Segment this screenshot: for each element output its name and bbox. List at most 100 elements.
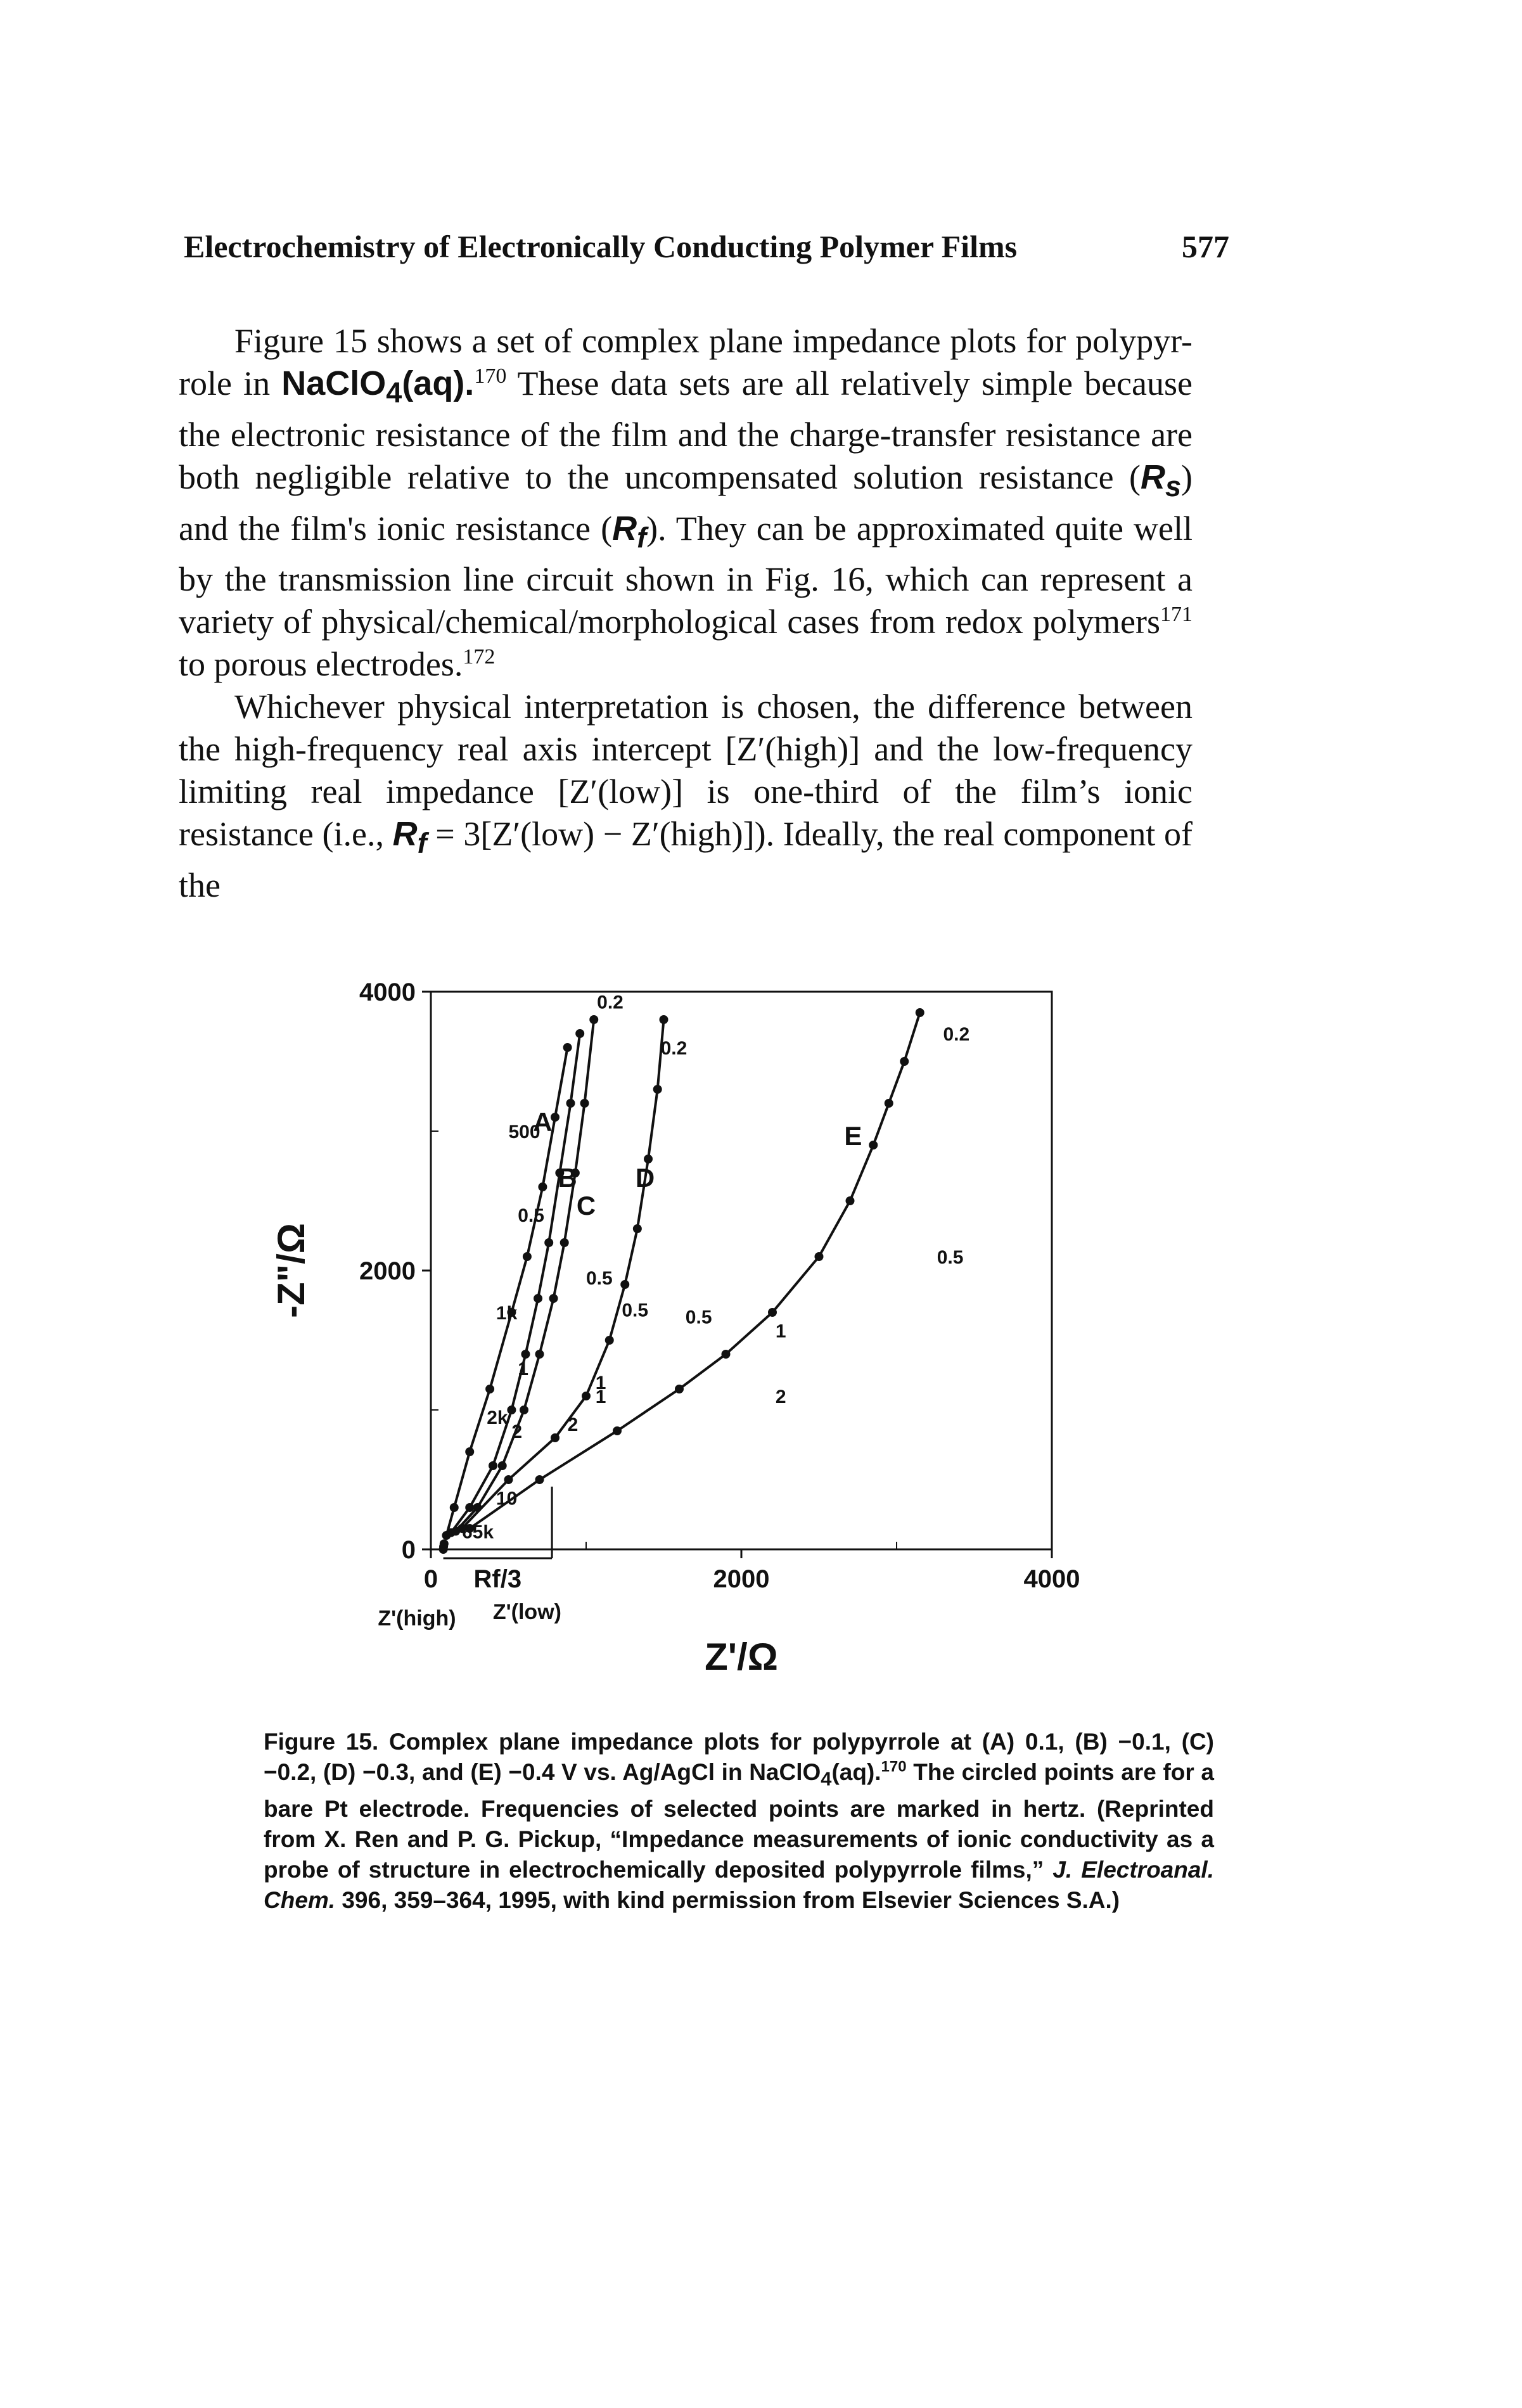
- z-high-label: Z'(high): [378, 1606, 456, 1630]
- data-point-D: [632, 1224, 642, 1233]
- frequency-label: 0.2: [943, 1024, 970, 1045]
- data-point-D: [504, 1475, 513, 1484]
- data-point-D: [620, 1280, 630, 1289]
- frequency-label: 0.5: [622, 1300, 648, 1321]
- data-point-E: [768, 1308, 777, 1317]
- figure-caption: Figure 15. Complex plane impedance plots…: [264, 1727, 1214, 1916]
- data-point-B: [575, 1029, 585, 1038]
- caption-ref: 170: [881, 1758, 907, 1776]
- p1-chem: NaClO: [281, 364, 387, 402]
- data-point-B: [544, 1238, 554, 1247]
- x-tick-label: 2000: [713, 1565, 770, 1593]
- x-axis-label: Z'/Ω: [705, 1636, 778, 1678]
- paragraph-1: Figure 15 shows a set of complex plane i…: [179, 320, 1193, 686]
- frequency-label: 65k: [462, 1521, 494, 1542]
- curve-label-A: A: [533, 1107, 552, 1137]
- data-point-E: [721, 1350, 731, 1359]
- z-low-label: Z'(low): [493, 1600, 561, 1624]
- frequency-label: 2: [511, 1421, 522, 1442]
- p1-text-4: ). They can be approximated quite well b…: [179, 509, 1193, 641]
- data-point-E: [845, 1196, 855, 1205]
- caption-text-2: (aq).: [831, 1759, 881, 1785]
- series-line-E: [469, 1012, 921, 1530]
- x-tick-label: 4000: [1024, 1565, 1080, 1593]
- data-point-B: [489, 1461, 497, 1470]
- caption-paragraph: Figure 15. Complex plane impedance plots…: [264, 1727, 1214, 1916]
- data-point-A: [449, 1503, 459, 1512]
- data-point-C: [589, 1015, 599, 1024]
- y-tick-label: 0: [402, 1536, 416, 1564]
- data-point-bare Pt: [439, 1539, 449, 1549]
- data-point-B: [555, 1169, 565, 1177]
- caption-text-1: Complex plane impedance plots for polypy…: [264, 1729, 1215, 1785]
- chart-plot-area: [438, 1008, 924, 1554]
- curve-label-E: E: [844, 1121, 862, 1151]
- p1-chemical: NaClO4(aq).: [281, 364, 475, 409]
- data-point-E: [675, 1385, 684, 1393]
- data-point-B: [507, 1406, 516, 1414]
- frequency-label: 1: [596, 1373, 606, 1393]
- data-point-D: [582, 1392, 591, 1400]
- curve-label-B: B: [558, 1163, 577, 1193]
- series-line-D: [461, 1019, 665, 1530]
- body-text: Figure 15 shows a set of complex plane i…: [179, 320, 1193, 907]
- p1-chem-sub: 4: [386, 376, 402, 409]
- data-point-B: [521, 1350, 530, 1359]
- data-point-A: [465, 1447, 475, 1456]
- p1-text-5: to porous electrodes.: [179, 645, 463, 684]
- rs-subscript: s: [1165, 470, 1182, 503]
- data-point-E: [535, 1475, 544, 1484]
- data-point-C: [560, 1238, 569, 1247]
- data-point-E: [884, 1099, 893, 1108]
- running-header: Electrochemistry of Electronically Condu…: [184, 228, 1229, 279]
- p1-text-2: These data sets are all relatively simpl…: [179, 364, 1193, 496]
- data-point-C: [549, 1294, 558, 1303]
- ref-170: 170: [474, 364, 507, 388]
- frequency-label: 0.5: [518, 1205, 544, 1226]
- data-point-B: [566, 1099, 575, 1108]
- frequency-label: 1k: [496, 1303, 518, 1324]
- ref-172: 172: [463, 645, 496, 669]
- rf-over-3-label: Rf/3: [474, 1565, 522, 1593]
- data-point-A: [563, 1043, 572, 1052]
- curve-label-C: C: [577, 1191, 596, 1220]
- frequency-label: 0.5: [937, 1247, 964, 1268]
- frequency-label: 0.2: [597, 992, 624, 1013]
- p1-text-1: Figure 15 shows a set of complex plane i…: [179, 322, 1193, 402]
- series-line-C: [454, 1019, 596, 1532]
- ref-171: 171: [1160, 603, 1193, 627]
- caption-journal: J. Electroanal. Chem.: [264, 1857, 1214, 1914]
- y-axis-label: -Z"/Ω: [270, 1223, 312, 1318]
- data-point-D: [457, 1524, 466, 1533]
- rf-subscript: f: [637, 521, 647, 554]
- data-point-C: [497, 1461, 507, 1470]
- frequency-label: 2: [776, 1387, 786, 1407]
- data-point-E: [465, 1524, 475, 1533]
- data-point-A: [485, 1385, 495, 1393]
- data-point-B: [465, 1503, 475, 1512]
- data-point-E: [869, 1141, 878, 1150]
- data-point-C: [535, 1350, 544, 1359]
- data-point-C: [520, 1406, 528, 1414]
- series-line-B: [450, 1033, 582, 1534]
- frequency-label: 2: [568, 1414, 579, 1435]
- caption-text-3: The circled points are for a bare Pt ele…: [264, 1759, 1215, 1883]
- frequency-label: 1: [596, 1387, 606, 1407]
- frequency-label: 0.5: [586, 1268, 613, 1289]
- curve-label-D: D: [636, 1163, 655, 1193]
- x-tick-label: 0: [424, 1565, 438, 1593]
- data-point-A: [551, 1113, 560, 1122]
- data-point-E: [613, 1426, 622, 1435]
- frequency-label: 0.5: [686, 1307, 712, 1328]
- p1-chem-2: (aq).: [402, 364, 475, 402]
- data-point-E: [915, 1008, 924, 1017]
- p2-text-2: = 3[Z′(low) − Z′(high)]). Ideally, the r…: [179, 815, 1193, 905]
- p2-rf-subscript: f: [417, 827, 427, 860]
- page-number: 577: [1182, 229, 1229, 264]
- frequency-label: 1: [776, 1321, 786, 1342]
- data-point-E: [814, 1252, 824, 1261]
